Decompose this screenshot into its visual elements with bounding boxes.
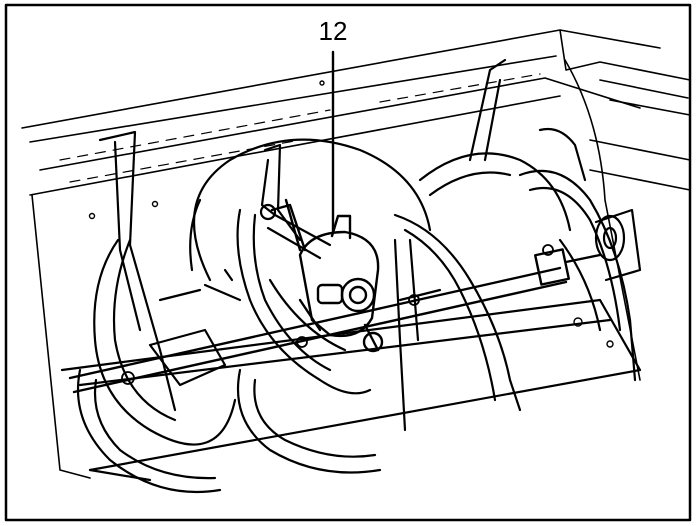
- auger-shaft: [68, 248, 602, 394]
- center-right-auger-spiral: [393, 58, 572, 432]
- impeller-drum: [189, 138, 432, 302]
- impeller-shaft: [259, 203, 332, 260]
- callout-label: 12: [319, 16, 348, 46]
- center-left-auger-spiral: [236, 143, 382, 474]
- blade-bolts: [121, 244, 554, 385]
- bearing-plate: [594, 208, 642, 282]
- housing-dashed-lines: [59, 73, 541, 183]
- diagram-border: [4, 3, 692, 522]
- housing-rivets: [88, 80, 614, 348]
- left-auger-spiral: [76, 130, 237, 494]
- housing-floor: [60, 298, 642, 482]
- housing-wall: [21, 29, 691, 479]
- right-auger-spiral: [518, 127, 637, 382]
